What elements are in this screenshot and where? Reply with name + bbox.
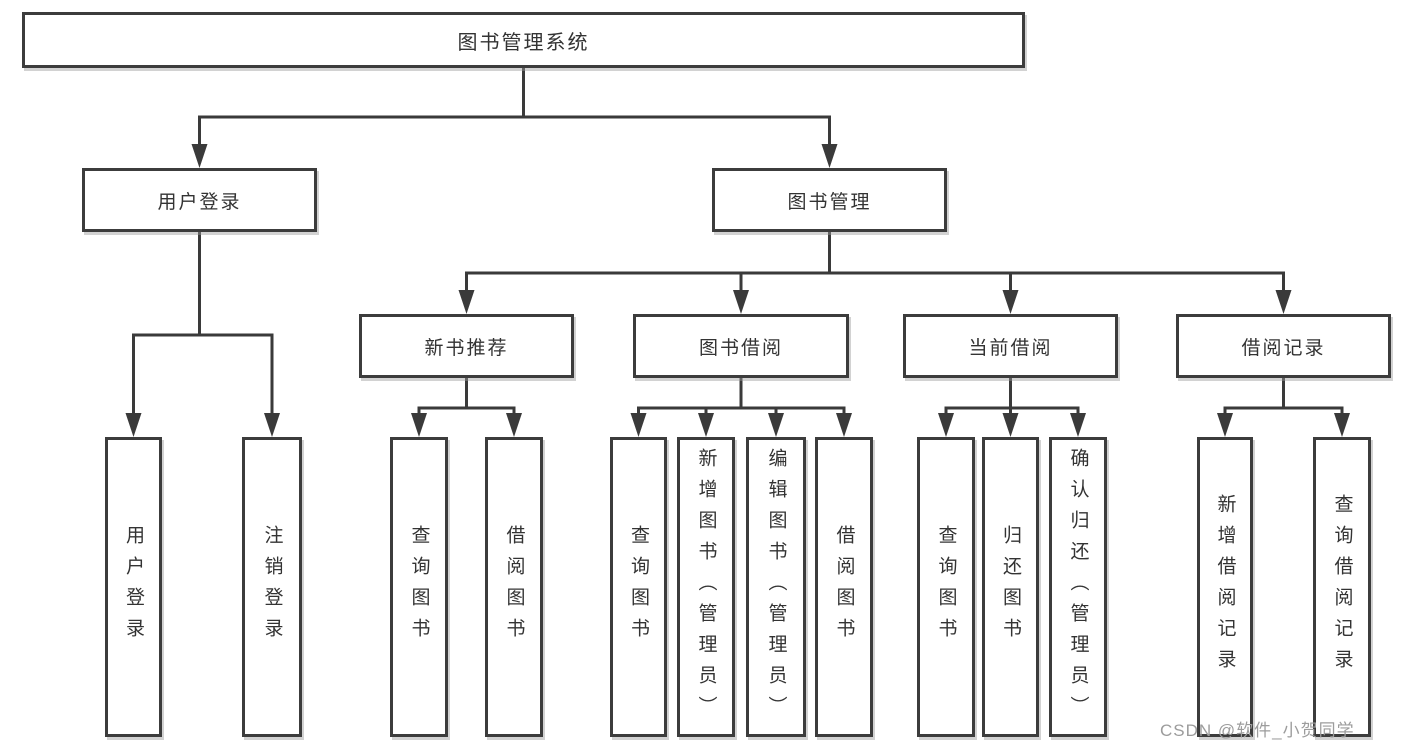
leaf-user-login: 用户登录 [105, 437, 162, 737]
node-user-login: 用户登录 [82, 168, 317, 232]
node-borrow-records: 借阅记录 [1176, 314, 1391, 378]
leaf-borrow-query-book: 查询图书 [610, 437, 667, 737]
connector-book-borrow-to-leaves [630, 378, 852, 437]
leaf-add-borrow-record: 新增借阅记录 [1197, 437, 1253, 737]
leaf-return-book-label: 归还图书 [1000, 525, 1021, 649]
leaf-logout-login-label: 注销登录 [261, 525, 283, 649]
leaf-add-borrow-record-label: 新增借阅记录 [1214, 494, 1236, 680]
leaf-new-book-query-book-label: 查询图书 [408, 525, 430, 649]
node-book-management: 图书管理 [712, 168, 947, 232]
leaf-current-query-book: 查询图书 [917, 437, 975, 737]
node-new-book-recommend-label: 新书推荐 [424, 337, 509, 359]
leaf-new-book-query-book: 查询图书 [390, 437, 448, 737]
node-book-borrow: 图书借阅 [633, 314, 849, 378]
connector-root-to-level2 [191, 68, 838, 168]
leaf-borrow-borrow-book-label: 借阅图书 [833, 525, 855, 649]
leaf-return-book: 归还图书 [982, 437, 1039, 737]
leaf-logout-login: 注销登录 [242, 437, 302, 737]
leaf-new-book-borrow-book: 借阅图书 [485, 437, 543, 737]
leaf-query-borrow-record-label: 查询借阅记录 [1331, 494, 1353, 680]
node-borrow-records-label: 借阅记录 [1241, 337, 1326, 359]
leaf-add-book-admin-label: 新增图书（管理员） [695, 447, 717, 727]
node-new-book-recommend: 新书推荐 [359, 314, 574, 378]
connector-user-login-to-leaves [125, 232, 280, 437]
leaf-current-query-book-label: 查询图书 [935, 525, 957, 649]
leaf-borrow-query-book-label: 查询图书 [628, 525, 649, 649]
leaf-query-borrow-record: 查询借阅记录 [1313, 437, 1371, 737]
connector-book-management-to-level3 [458, 232, 1292, 314]
leaf-new-book-borrow-book-label: 借阅图书 [503, 525, 525, 649]
node-root-label: 图书管理系统 [457, 31, 590, 54]
leaf-edit-book-admin-label: 编辑图书（管理员） [765, 447, 787, 727]
node-book-management-label: 图书管理 [787, 191, 872, 213]
leaf-confirm-return-admin-label: 确认归还（管理员） [1067, 447, 1089, 727]
leaf-user-login-label: 用户登录 [123, 525, 144, 649]
node-user-login-label: 用户登录 [157, 191, 242, 213]
connector-new-book-to-leaves [411, 378, 522, 437]
node-current-borrow: 当前借阅 [903, 314, 1118, 378]
leaf-borrow-borrow-book: 借阅图书 [815, 437, 873, 737]
leaf-add-book-admin: 新增图书（管理员） [677, 437, 735, 737]
node-root: 图书管理系统 [22, 12, 1025, 68]
leaf-confirm-return-admin: 确认归还（管理员） [1049, 437, 1107, 737]
node-book-borrow-label: 图书借阅 [698, 337, 783, 359]
connector-borrow-records-to-leaves [1217, 378, 1350, 437]
node-current-borrow-label: 当前借阅 [968, 337, 1053, 359]
leaf-edit-book-admin: 编辑图书（管理员） [746, 437, 806, 737]
watermark: CSDN @软件_小贺同学 [1160, 721, 1355, 740]
connector-current-borrow-to-leaves [938, 378, 1086, 437]
